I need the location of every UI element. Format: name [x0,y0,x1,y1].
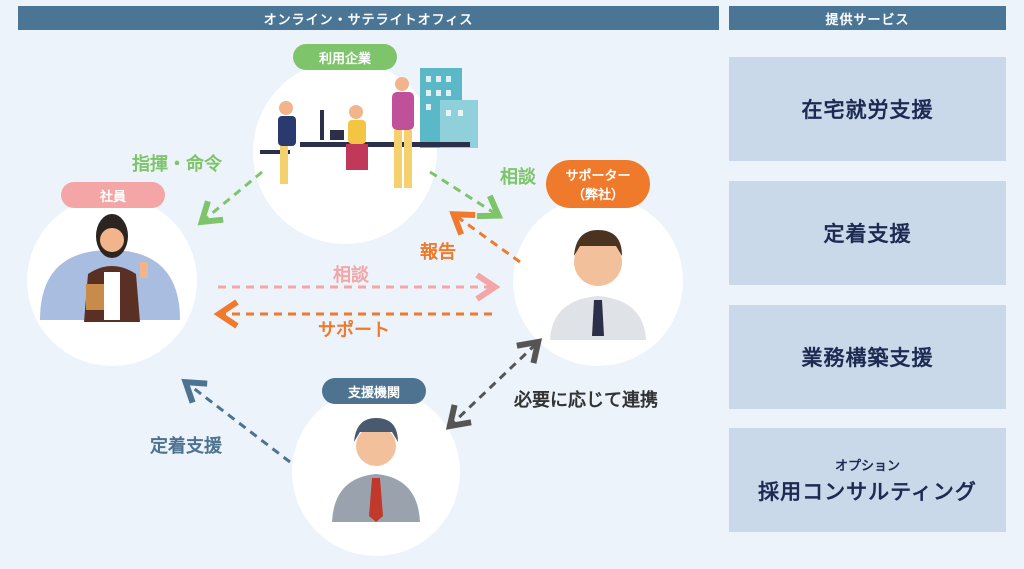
label-retention-support: 定着支援 [150,436,222,457]
arrow-retention [181,378,291,464]
employee-illustration [40,214,180,322]
arrow-command [197,170,263,226]
service-option-label: オプション [834,458,900,474]
agency-illustration [332,418,420,522]
arrow-consult-company [429,170,504,220]
service-title: 業務構築支援 [801,346,934,370]
services-header: 提供サービス [729,6,1006,30]
label-report: 報告 [420,242,456,263]
label-command: 指揮・命令 [132,154,222,175]
supporter-pill: サポーター （弊社） [546,160,650,208]
service-business-build: 業務構築支援 [729,305,1006,409]
supporter-title: サポーター [565,169,631,184]
service-retention: 定着支援 [729,181,1006,285]
company-pill: 利用企業 [293,44,397,70]
service-recruiting: オプション 採用コンサルティング [729,428,1006,532]
label-consult-company: 相談 [500,167,536,188]
label-cooperate: 必要に応じて連携 [514,390,658,411]
supporter-subtitle: （弊社） [571,188,624,203]
office-header: オンライン・サテライトオフィス [18,6,719,30]
supporter-illustration [550,230,646,340]
label-support: サポート [318,320,390,341]
arrow-cooperate [445,342,538,430]
service-title: 在宅就労支援 [801,98,934,122]
agency-circle [292,388,460,556]
label-consult-employee: 相談 [333,265,369,286]
service-title: 定着支援 [823,222,912,246]
service-title: 採用コンサルティング [758,479,977,504]
office-illustration [260,68,478,188]
agency-pill: 支援機関 [322,378,426,404]
employee-pill: 社員 [61,182,165,208]
arrow-report [449,211,521,264]
service-remote-work: 在宅就労支援 [729,57,1006,161]
